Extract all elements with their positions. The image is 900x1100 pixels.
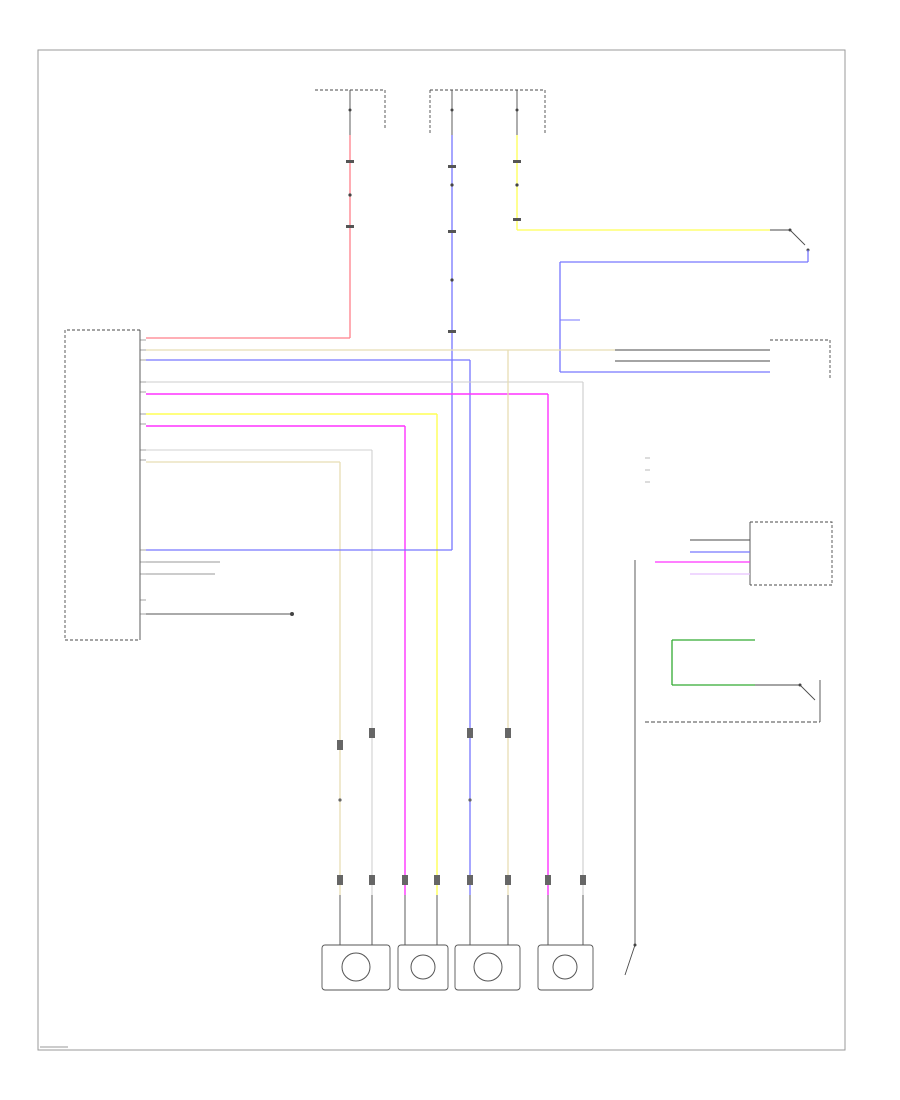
central-junction-box [429, 89, 546, 135]
sensor-left-rear [454, 895, 521, 991]
battery-junction-box [315, 89, 386, 135]
main-module [64, 329, 146, 641]
brake-switch-circuit [645, 639, 821, 723]
sensor-rear-right [321, 895, 391, 991]
diagram-border [37, 49, 846, 1051]
sensor-left-front [397, 895, 449, 991]
power-feed-wires [346, 135, 770, 550]
sensor-right-front [537, 895, 594, 991]
steering-angle-module [655, 521, 833, 586]
right-module [559, 262, 831, 380]
splice-legend [645, 457, 650, 483]
stop-lamp-switch [560, 228, 810, 263]
module-signal-wires [146, 337, 615, 895]
inline-connectors [337, 728, 586, 885]
brake-pressure-sensor [624, 560, 637, 976]
